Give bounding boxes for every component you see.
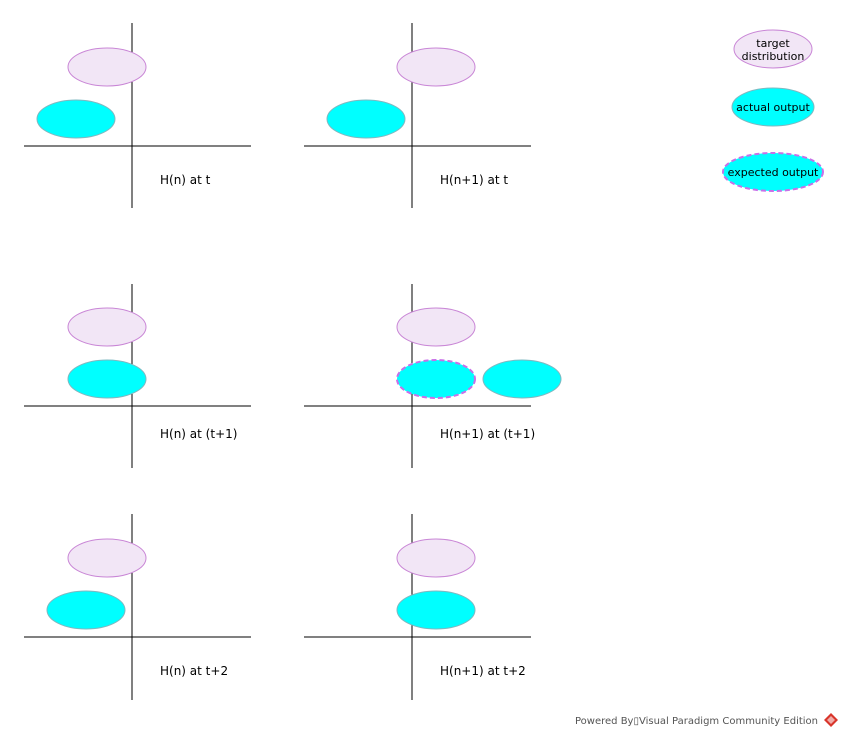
target-distribution-ellipse — [396, 307, 476, 347]
actual-output-ellipse — [326, 99, 406, 139]
panel-label: H(n+1) at t+2 — [440, 664, 526, 678]
panel-hn1-t1: H(n+1) at (t+1) — [304, 284, 562, 468]
actual-output-ellipse — [36, 99, 116, 139]
legend-actual-label: actual output — [736, 101, 810, 114]
panel-label: H(n) at (t+1) — [160, 427, 237, 441]
expected-output-ellipse — [396, 359, 476, 399]
panel-label: H(n+1) at (t+1) — [440, 427, 535, 441]
actual-output-ellipse — [67, 359, 147, 399]
actual-output-ellipse — [482, 359, 562, 399]
legend-target-label-line1: target — [756, 37, 790, 50]
panel-hn-t: H(n) at t — [24, 23, 251, 208]
legend-actual-swatch — [731, 87, 815, 127]
panel-hn-t2: H(n) at t+2 — [24, 514, 251, 700]
panel-hn-t1: H(n) at (t+1) — [24, 284, 251, 468]
panel-hn1-t: H(n+1) at t — [304, 23, 531, 208]
target-distribution-ellipse — [396, 47, 476, 87]
legend: target distribution actual output expect… — [722, 29, 824, 192]
footer-text: Powered By▯Visual Paradigm Community Edi… — [575, 716, 818, 727]
target-distribution-ellipse — [67, 538, 147, 578]
target-distribution-ellipse — [396, 538, 476, 578]
actual-output-ellipse — [46, 590, 126, 630]
panel-hn1-t2: H(n+1) at t+2 — [304, 514, 531, 700]
legend-expected-swatch — [722, 152, 824, 192]
target-distribution-ellipse — [67, 307, 147, 347]
visual-paradigm-logo-icon — [824, 713, 838, 727]
legend-target-label-line2: distribution — [742, 50, 805, 63]
legend-target-swatch — [733, 29, 813, 69]
legend-expected-label: expected output — [728, 166, 819, 179]
target-distribution-ellipse — [67, 47, 147, 87]
actual-output-ellipse — [396, 590, 476, 630]
panel-label: H(n) at t+2 — [160, 664, 228, 678]
footer: Powered By▯Visual Paradigm Community Edi… — [575, 713, 838, 727]
panel-label: H(n) at t — [160, 173, 211, 187]
panel-label: H(n+1) at t — [440, 173, 508, 187]
